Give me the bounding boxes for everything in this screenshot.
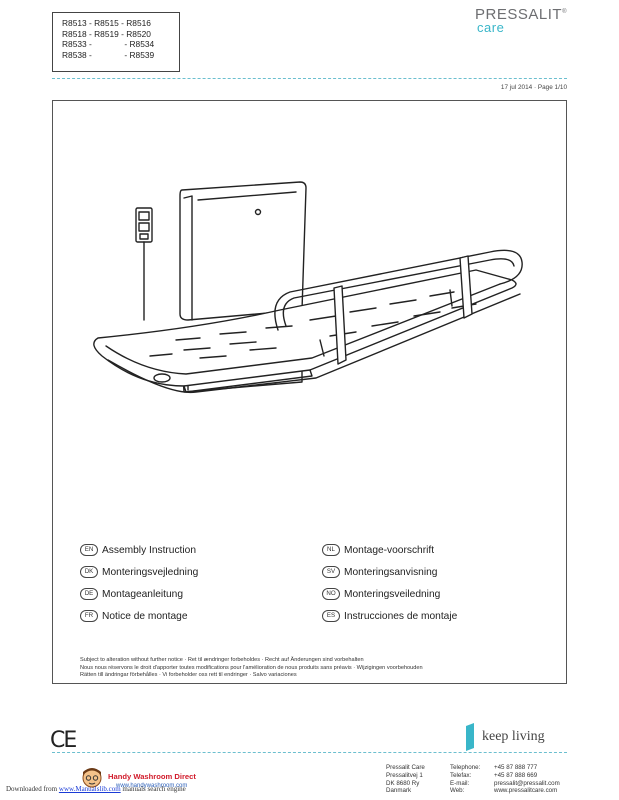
contact-label: E-mail: xyxy=(450,779,470,787)
contact-telefax: +45 87 888 669 xyxy=(494,771,538,779)
contact-label: Telefax: xyxy=(450,771,472,779)
footer-divider xyxy=(52,752,567,753)
language-title-no: NO Monteringsveiledning xyxy=(322,588,440,600)
brand-sub: care xyxy=(477,20,505,35)
language-title-en: EN Assembly Instruction xyxy=(80,544,196,556)
language-title: Monteringsveiledning xyxy=(344,588,441,600)
product-code-row: R8533 - - R8534 xyxy=(62,39,155,49)
language-title-nl: NL Montage-voorschrift xyxy=(322,544,434,556)
language-code: NL xyxy=(322,544,340,556)
language-title-sv: SV Monteringsanvisning xyxy=(322,566,437,578)
language-title: Monteringsvejledning xyxy=(102,566,199,578)
notice-line: Rätten till ändringar förbehålles · Vi f… xyxy=(80,672,297,679)
cover-frame xyxy=(52,100,567,684)
language-code: FR xyxy=(80,610,98,622)
language-title: Instrucciones de montaje xyxy=(344,610,458,622)
language-title-dk: DK Monteringsvejledning xyxy=(80,566,198,578)
shower-table-illustration xyxy=(93,181,523,394)
contact-web[interactable]: www.pressalitcare.com xyxy=(494,787,558,795)
language-title-fr: FR Notice de montage xyxy=(80,610,188,622)
contact-telephone: +45 87 888 777 xyxy=(494,764,538,771)
download-footer: Downloaded from www.Manualslib.com manua… xyxy=(6,785,186,793)
contact-labels: Telephone: Telefax: E-mail: Web: xyxy=(450,764,480,795)
product-code-row: R8518 - R8519 - R8520 xyxy=(62,28,151,39)
company-line: DK 8680 Ry xyxy=(386,779,420,787)
brand-name: PRESSALIT xyxy=(475,6,563,23)
language-code: ES xyxy=(322,610,340,622)
dealer-mascot-icon xyxy=(82,768,102,788)
language-code: DK xyxy=(80,566,98,578)
dealer-name: Handy Washroom Direct xyxy=(108,772,196,781)
contact-company: Pressalit Care Pressalitvej 1 DK 8680 Ry… xyxy=(386,764,425,795)
language-title-de: DE Montageanleitung xyxy=(80,588,183,600)
footer-suffix: manuals search engine xyxy=(120,785,186,793)
date-page: 17 jul 2014 · Page 1/10 xyxy=(500,84,567,91)
keep-living-icon xyxy=(466,723,474,751)
company-line: Pressalit Care xyxy=(386,764,425,771)
language-code: NO xyxy=(322,588,340,600)
slogan: keep living xyxy=(482,729,545,744)
contact-values: +45 87 888 777 +45 87 888 669 pressalit@… xyxy=(494,764,560,795)
company-line: Danmark xyxy=(386,787,412,795)
language-code: DE xyxy=(80,588,98,600)
ce-mark: CE xyxy=(50,728,77,753)
notice-line: Nous nous réservons le droit d'apporter … xyxy=(80,664,423,671)
language-title: Montage-voorschrift xyxy=(344,544,435,556)
company-line: Pressalitvej 1 xyxy=(386,771,423,779)
brand-registered-mark: ® xyxy=(562,9,567,15)
language-title: Assembly Instruction xyxy=(102,544,196,556)
keep-living-logo: keep living xyxy=(464,722,545,752)
product-codes-box: R8513 - R8515 - R8516 R8518 - R8519 - R8… xyxy=(52,12,180,72)
notice-line: Subject to alteration without further no… xyxy=(80,657,364,663)
language-title: Notice de montage xyxy=(102,610,188,622)
contact-label: Web: xyxy=(450,787,465,795)
footer-prefix: Downloaded from xyxy=(6,785,58,793)
language-code: SV xyxy=(322,566,340,578)
product-code-row: R8513 - R8515 - R8516 xyxy=(62,18,151,28)
language-title-es: ES Instrucciones de montaje xyxy=(322,610,457,622)
pressalit-logo: PRESSALIT® care xyxy=(475,6,567,35)
contact-email[interactable]: pressalit@pressalit.com xyxy=(494,779,560,787)
language-title: Montageanleitung xyxy=(102,588,183,600)
dealer-url[interactable]: www.handywashroom.com xyxy=(116,783,188,789)
manualslib-link[interactable]: www.Manualslib.com xyxy=(58,785,121,793)
language-title: Monteringsanvisning xyxy=(344,566,438,578)
header-divider xyxy=(52,78,567,79)
language-code: EN xyxy=(80,544,98,556)
contact-label: Telephone: xyxy=(450,764,481,771)
alteration-notice: Subject to alteration without further no… xyxy=(80,657,423,680)
product-code-row: R8538 - - R8539 xyxy=(62,49,155,60)
